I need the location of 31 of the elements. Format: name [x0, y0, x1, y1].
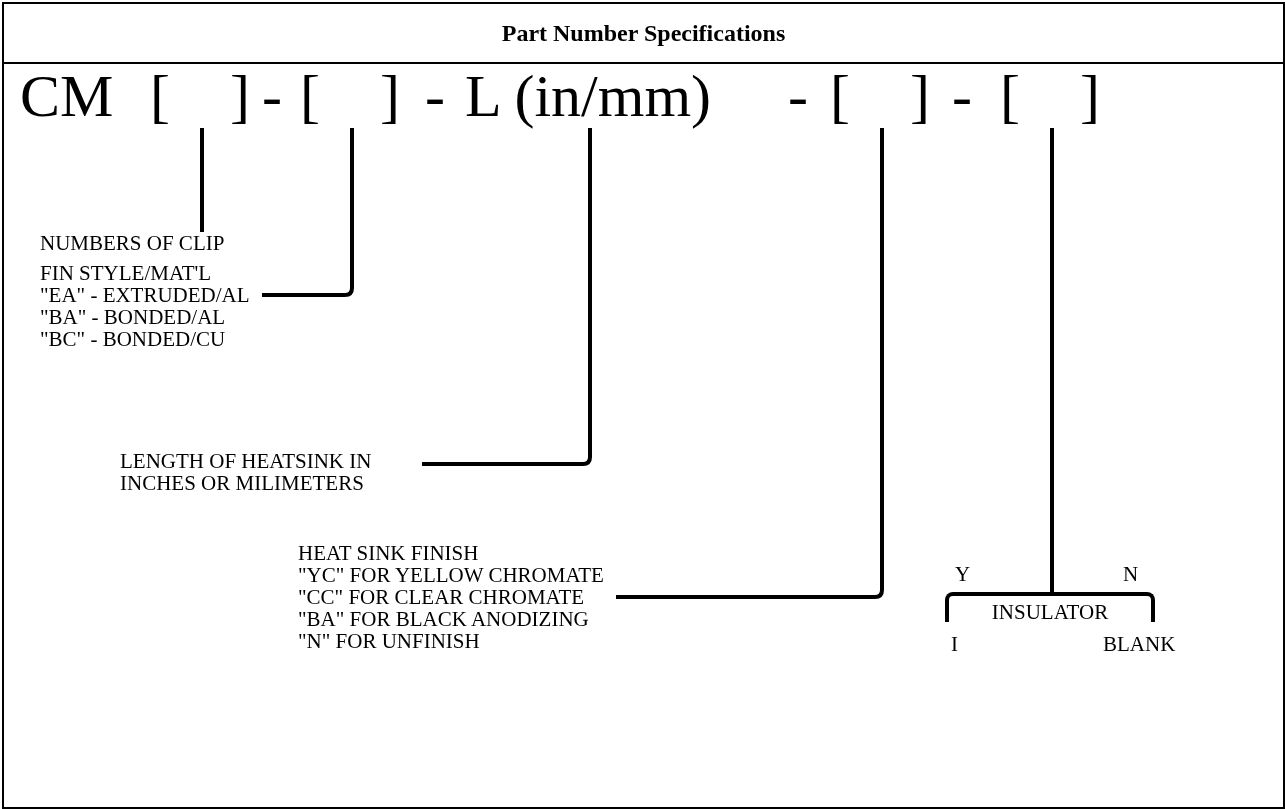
option-letter: N: [1123, 562, 1139, 587]
description-text: NUMBERS OF CLIP: [40, 232, 225, 254]
text-line: "BC" - BONDED/CU: [40, 328, 227, 350]
text-line: "BA" FOR BLACK ANODIZING: [298, 608, 590, 630]
leader-line: [262, 128, 354, 297]
text-line: "N" FOR UNFINISH: [298, 630, 481, 652]
option-letter: Y: [955, 562, 971, 587]
description-text: LENGTH OF HEATSINK IN INCHES OR MILIMETERS: [120, 450, 410, 494]
code-field: [ ]: [830, 66, 930, 126]
text-line: "YC" FOR YELLOW CHROMATE: [298, 564, 604, 586]
text-line: FIN STYLE/MAT'L: [40, 262, 213, 284]
part-number-prefix: CM: [20, 66, 114, 126]
code-field: [ ]: [1000, 66, 1100, 126]
code-field: [ ]: [300, 66, 400, 126]
code-field: [ ]: [150, 66, 250, 126]
insulator-bracket: INSULATOR: [945, 592, 1155, 622]
text-line: HEAT SINK FINISH: [298, 542, 480, 564]
separator-dash: -: [262, 66, 282, 126]
text-line: "CC" FOR CLEAR CHROMATE: [298, 586, 586, 608]
text-line: "EA" - EXTRUDED/AL: [40, 284, 250, 306]
leader-line: [200, 128, 204, 232]
separator-dash: -: [952, 66, 972, 126]
title: Part Number Specifications: [500, 20, 787, 47]
leader-line: [422, 128, 592, 466]
option-letter: I: [951, 632, 958, 657]
leader-line: [1050, 128, 1054, 592]
option-letter: BLANK: [1103, 632, 1176, 657]
separator-dash: -: [788, 66, 808, 126]
separator-dash: -: [425, 66, 445, 126]
text-line: "BA" - BONDED/AL: [40, 306, 227, 328]
leader-line: [616, 128, 884, 599]
